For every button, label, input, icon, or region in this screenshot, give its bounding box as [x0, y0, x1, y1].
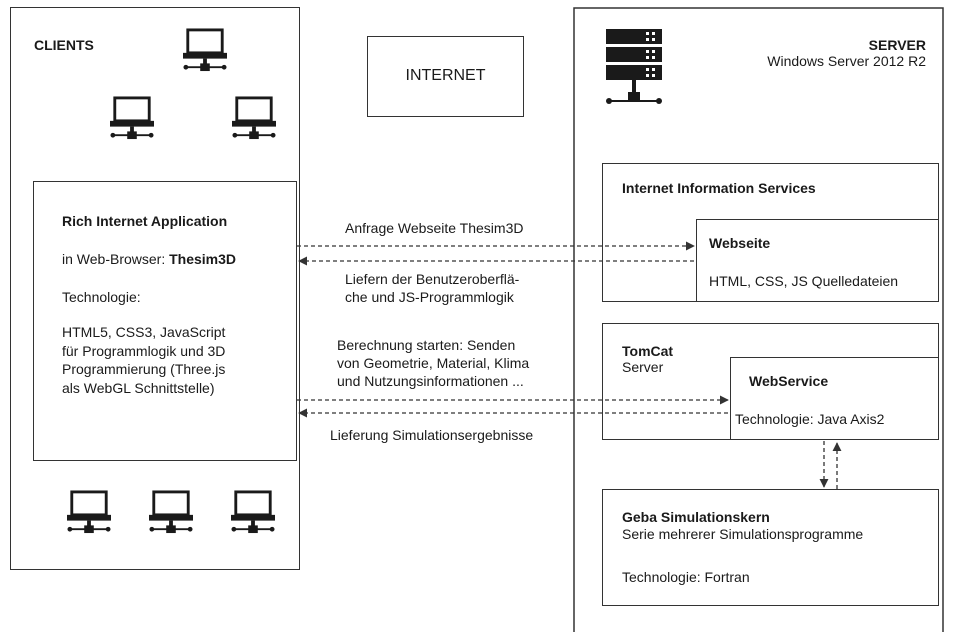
webseite-box — [696, 219, 939, 302]
ria-browser-name: Thesim3D — [169, 251, 237, 267]
iis-title: Internet Information Services — [622, 180, 816, 196]
geba-tech: Technologie: Fortran — [622, 569, 750, 585]
ria-box — [33, 181, 297, 461]
arrow-lieferung-label: Lieferung Simulationsergebnisse — [330, 427, 534, 443]
geba-title: Geba Simulationskern — [622, 509, 770, 525]
webservice-title: WebService — [749, 373, 829, 389]
geba-box — [602, 489, 939, 606]
internet-label: INTERNET — [405, 67, 486, 84]
arrow-anfrage-label: Anfrage Webseite Thesim3D — [345, 220, 524, 236]
geba-subtitle: Serie mehrerer Simulationsprogramme — [622, 526, 864, 542]
server-os: Windows Server 2012 R2 — [767, 53, 926, 69]
tomcat-title: TomCat — [622, 343, 674, 359]
webservice-box — [730, 357, 939, 440]
internet-box — [367, 36, 524, 117]
tomcat-subtitle: Server — [622, 359, 664, 375]
ria-tech-text: HTML5, CSS3, JavaScript für Programmlogi… — [62, 324, 226, 396]
ria-browser: in Web-Browser: Thesim3D — [62, 250, 236, 268]
clients-title: CLIENTS — [34, 37, 94, 53]
arrow-liefern-label: Liefern der Benutzeroberflä- che und JS-… — [345, 271, 520, 305]
webservice-text: Technologie: Java Axis2 — [735, 411, 885, 427]
ria-tech-label: Technologie: — [62, 289, 141, 305]
webseite-text: HTML, CSS, JS Quelledateien — [709, 273, 899, 289]
webseite-title: Webseite — [709, 235, 771, 251]
ria-title: Rich Internet Application — [62, 213, 228, 229]
server-rack-icon — [606, 29, 662, 104]
arrow-berechnung-label: Berechnung starten: Senden von Geometrie… — [337, 337, 530, 389]
ria-browser-prefix: in Web-Browser: — [62, 251, 170, 267]
server-title: SERVER — [868, 37, 926, 53]
